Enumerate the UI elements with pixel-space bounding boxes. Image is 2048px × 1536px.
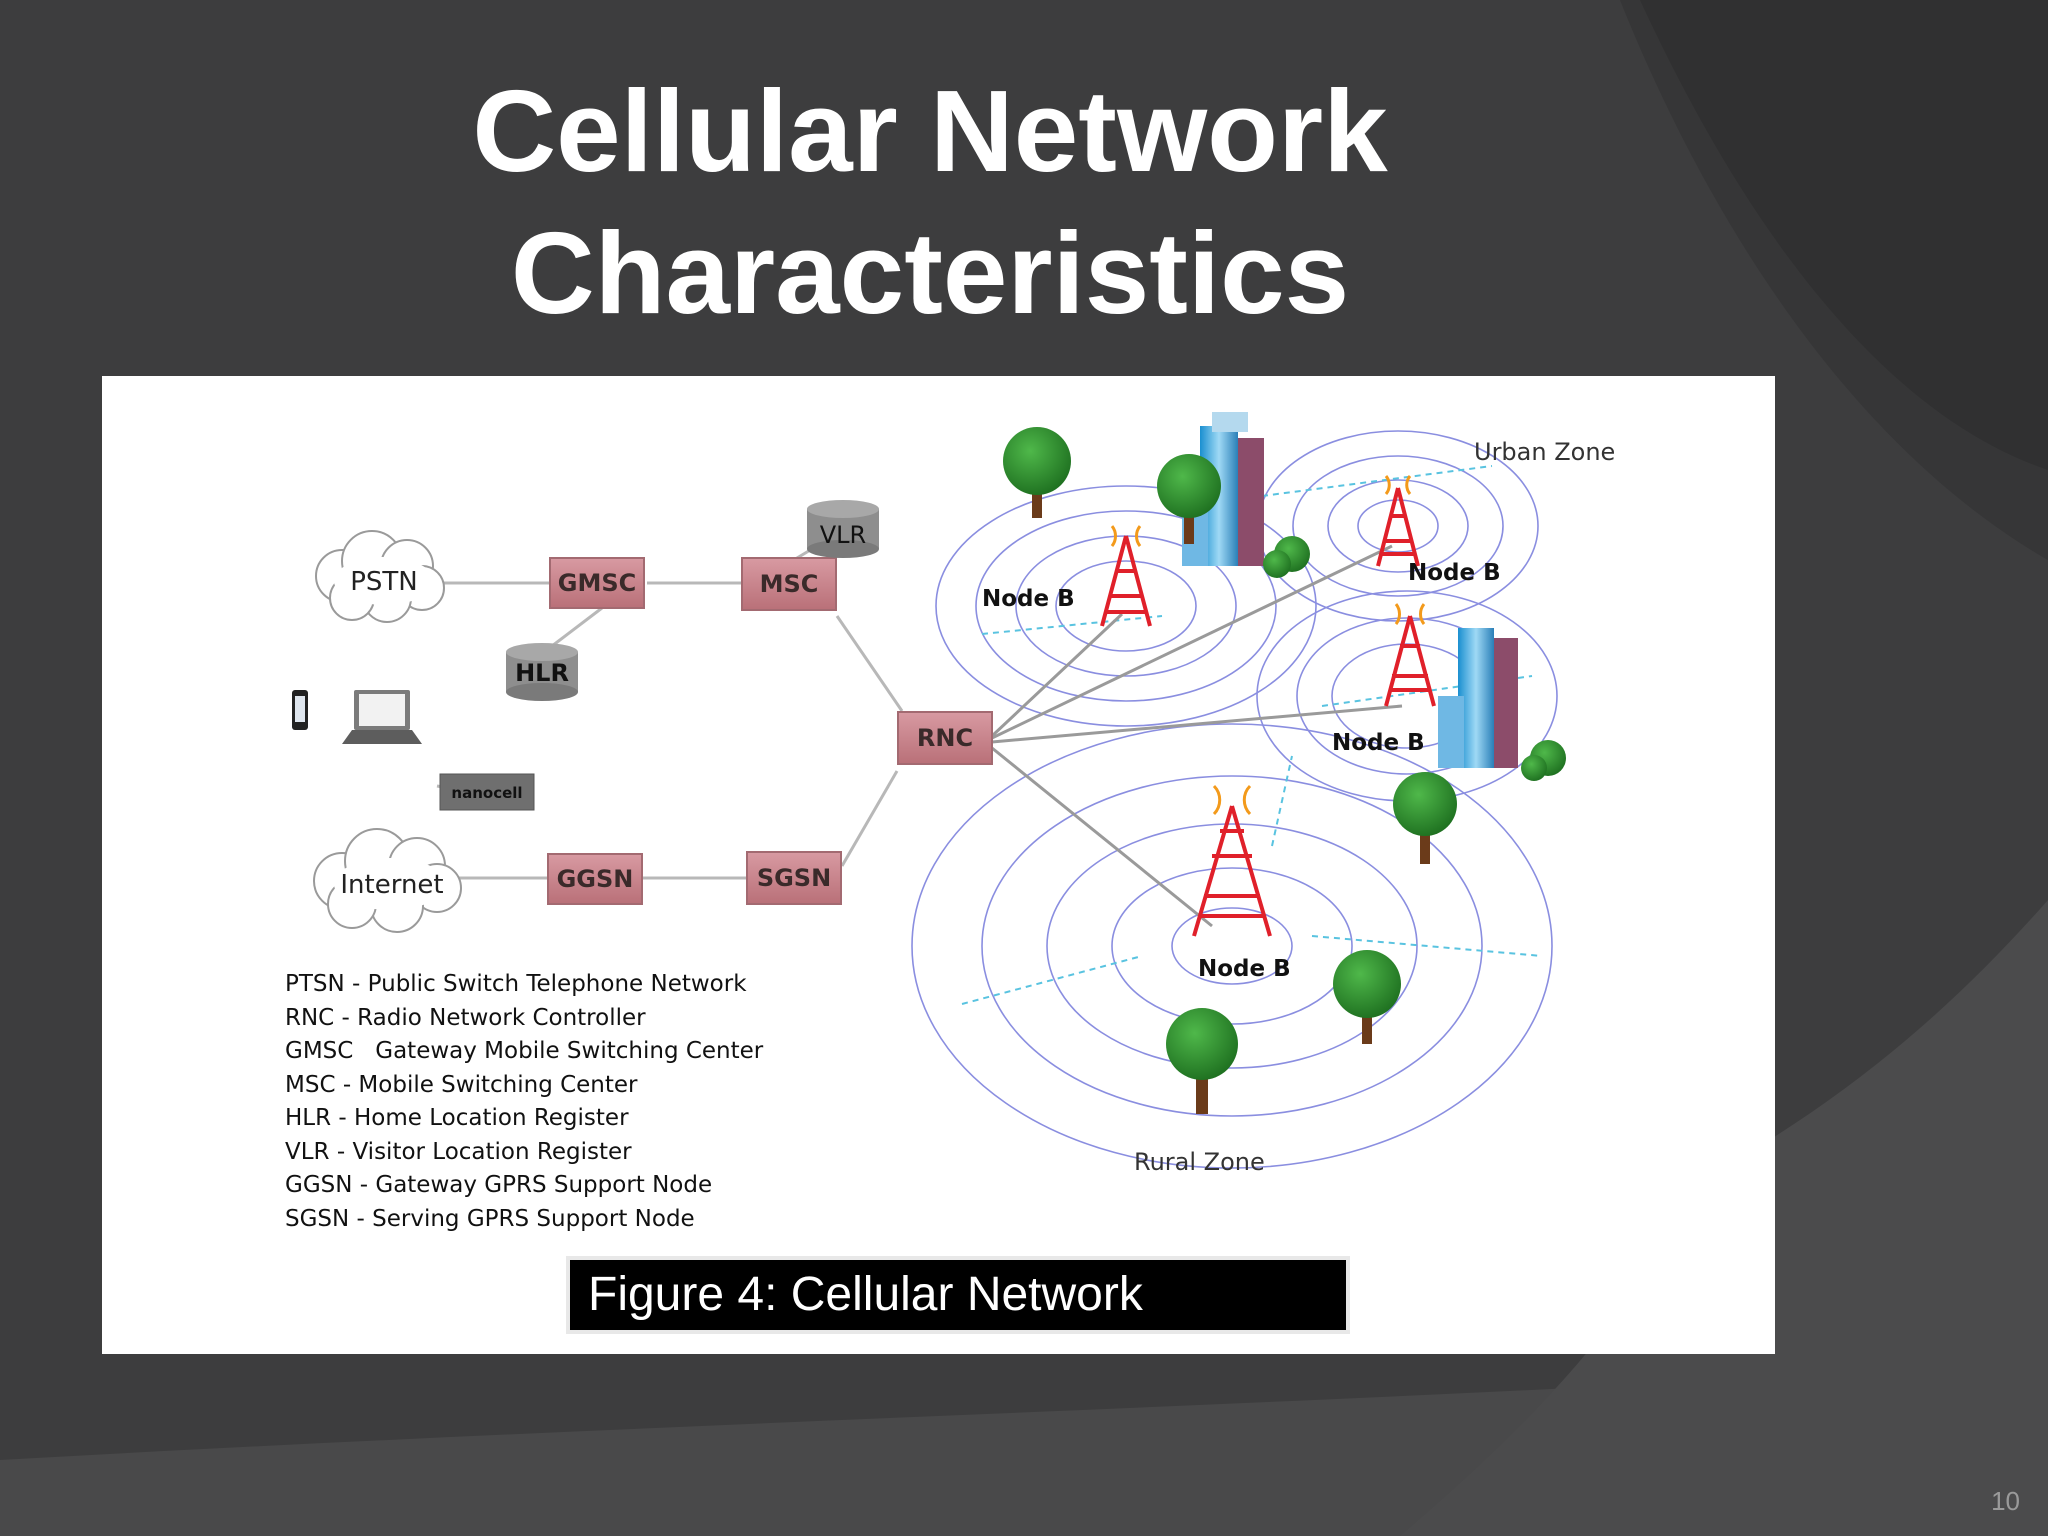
tree-icon [1003, 427, 1071, 518]
tree-icon [1333, 950, 1401, 1044]
ggsn-label: GGSN [557, 865, 634, 893]
vlr-label: VLR [820, 521, 866, 549]
pstn-label: PSTN [350, 567, 418, 597]
cell-tower-icon [1384, 603, 1436, 707]
tree-icons [1003, 427, 1457, 1114]
figure-panel: PSTN Internet GMSC MSC RNC GGSN [102, 376, 1775, 1354]
ggsn-node: GGSN [547, 853, 643, 905]
node-b-label-urban-top: Node B [1408, 560, 1501, 586]
cellular-network-diagram: PSTN Internet GMSC MSC RNC GGSN [292, 412, 1615, 1176]
node-b-label-urban-right: Node B [1332, 730, 1425, 756]
legend-item: RNC - Radio Network Controller [285, 1004, 646, 1031]
sgsn-node: SGSN [746, 851, 842, 905]
legend-item: SGSN - Serving GPRS Support Node [285, 1205, 695, 1232]
gmsc-node: GMSC [549, 557, 645, 609]
cell-tower-icon [1192, 784, 1272, 937]
rnc-radio-links [990, 544, 1403, 928]
sgsn-label: SGSN [757, 864, 831, 892]
slide-title: Cellular Network Characteristics [380, 60, 1480, 344]
page-number: 10 [1991, 1486, 2020, 1516]
rnc-label: RNC [917, 724, 973, 752]
pstn-cloud: PSTN [315, 530, 445, 623]
nanocell-label: nanocell [451, 784, 522, 802]
nanocell-node: nanocell [439, 773, 535, 811]
hlr-label: HLR [515, 659, 569, 687]
urban-building-2 [1438, 628, 1518, 768]
laptop-icon [342, 690, 422, 744]
legend-item: PTSN - Public Switch Telephone Network [285, 971, 747, 997]
cell-tower-icon [1376, 475, 1420, 567]
legend-item: VLR - Visitor Location Register [285, 1138, 632, 1165]
msc-label: MSC [760, 570, 819, 598]
msc-node: MSC [741, 557, 837, 611]
legend-item: GMSC Gateway Mobile Switching Center [285, 1038, 764, 1064]
tree-icon [1166, 1008, 1238, 1114]
legend-item: MSC - Mobile Switching Center [285, 1071, 638, 1098]
legend-item: HLR - Home Location Register [285, 1105, 629, 1131]
cell-tower-icons [1100, 475, 1436, 937]
rnc-node: RNC [897, 711, 993, 765]
phone-icon [292, 690, 308, 730]
vlr-database: VLR [807, 500, 879, 558]
legend-item: GGSN - Gateway GPRS Support Node [285, 1172, 713, 1198]
shrub-icons [1263, 536, 1566, 781]
internet-cloud: Internet [313, 828, 462, 933]
internet-label: Internet [340, 870, 443, 900]
rural-zone-label: Rural Zone [1134, 1148, 1265, 1176]
cell-tower-icon [1100, 525, 1152, 627]
title-line-2: Characteristics [510, 208, 1350, 338]
rural-coverage-rings [911, 723, 1553, 1169]
figure-caption: Figure 4: Cellular Network [566, 1256, 1350, 1334]
node-b-label-rural: Node B [1198, 956, 1291, 982]
tree-icon [1393, 772, 1457, 864]
tree-icon [1157, 454, 1221, 544]
urban-zone-label: Urban Zone [1474, 438, 1615, 466]
node-b-label-urban-left: Node B [982, 586, 1075, 612]
acronym-legend: PTSN - Public Switch Telephone Network R… [285, 968, 763, 1236]
title-line-1: Cellular Network [472, 66, 1388, 196]
hlr-database: HLR [506, 643, 578, 701]
gmsc-label: GMSC [558, 569, 636, 597]
